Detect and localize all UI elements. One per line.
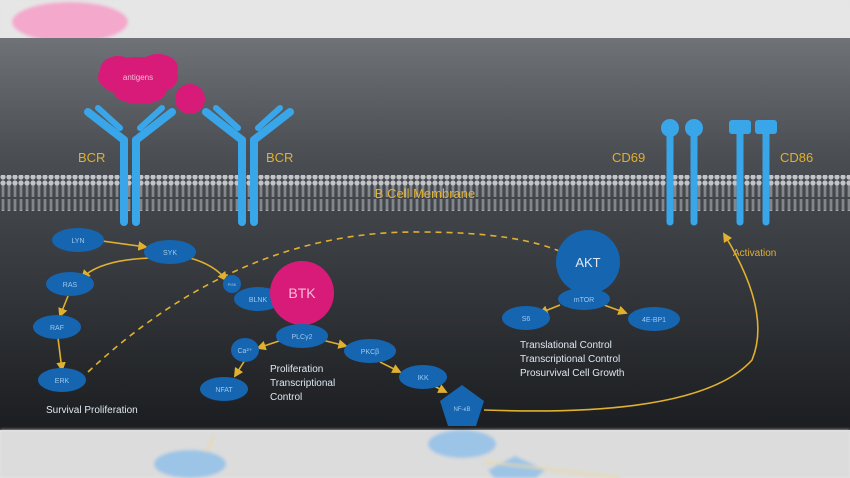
caption-survival: Survival Proliferation (46, 405, 138, 416)
node-erk: ERK (38, 368, 86, 392)
svg-text:Ca²⁺: Ca²⁺ (238, 348, 253, 355)
node-ras: RAS (46, 272, 94, 296)
node-raf: RAF (33, 315, 81, 339)
cd69-label: CD69 (612, 150, 645, 165)
svg-text:PLCγ2: PLCγ2 (291, 334, 312, 341)
bcr-left-label: BCR (78, 150, 105, 165)
node-btk: BTK (270, 261, 334, 325)
cell-membrane (0, 175, 850, 211)
caption-btk-line-3: Control (270, 392, 302, 403)
caption-btk-line-2: Transcriptional (270, 378, 335, 389)
antigen-cluster: antigens (98, 54, 178, 104)
svg-text:NF-κB: NF-κB (454, 407, 471, 413)
node-pkcb: PKCβ (344, 339, 396, 363)
cd86-label: CD86 (780, 150, 813, 165)
cd86-receptor (729, 120, 777, 226)
node-mtor: mTOR (558, 288, 610, 310)
membrane-label: B Cell Membrane (375, 186, 475, 201)
node-ca: Ca²⁺ (231, 338, 259, 362)
svg-text:mTOR: mTOR (574, 297, 594, 304)
node-4ebp1: 4E-BP1 (628, 307, 680, 331)
caption-akt-line-1: Translational Control (520, 340, 612, 351)
antigen-dot (175, 84, 205, 114)
caption-akt-line-2: Transcriptional Control (520, 354, 620, 365)
svg-text:AKT: AKT (575, 255, 600, 270)
bcr-right-label: BCR (266, 150, 293, 165)
node-akt: AKT (556, 230, 620, 294)
svg-text:RAS: RAS (63, 282, 78, 289)
node-s6: S6 (502, 306, 550, 330)
svg-text:PI3K: PI3K (228, 282, 237, 287)
svg-text:BLNK: BLNK (249, 297, 268, 304)
cd69-receptor (661, 119, 703, 226)
svg-text:ERK: ERK (55, 378, 70, 385)
node-nfat: NFAT (200, 377, 248, 401)
caption-btk-line-1: Proliferation (270, 364, 323, 375)
node-ikk: IKK (399, 365, 447, 389)
bcr-left-receptor (84, 105, 176, 226)
svg-text:LYN: LYN (71, 238, 84, 245)
backdrop-bottom (0, 430, 850, 478)
antigen-label: antigens (123, 73, 153, 82)
svg-text:BTK: BTK (288, 285, 316, 301)
caption-akt-line-3: Prosurvival Cell Growth (520, 368, 624, 379)
svg-text:RAF: RAF (50, 325, 64, 332)
svg-text:IKK: IKK (417, 375, 429, 382)
svg-text:4E-BP1: 4E-BP1 (642, 317, 666, 324)
bcr-right-receptor (202, 105, 294, 226)
node-plcg2: PLCγ2 (276, 324, 328, 348)
node-lyn: LYN (52, 228, 104, 252)
svg-text:NFAT: NFAT (215, 387, 233, 394)
caption-activation: Activation (733, 248, 776, 259)
svg-text:SYK: SYK (163, 250, 177, 257)
svg-text:S6: S6 (522, 316, 531, 323)
node-syk: SYK (144, 240, 196, 264)
svg-text:PKCβ: PKCβ (361, 349, 379, 356)
backdrop-top (0, 0, 850, 42)
node-nfkb: NF-κB (440, 385, 484, 426)
node-pi3k: PI3K (223, 275, 241, 293)
